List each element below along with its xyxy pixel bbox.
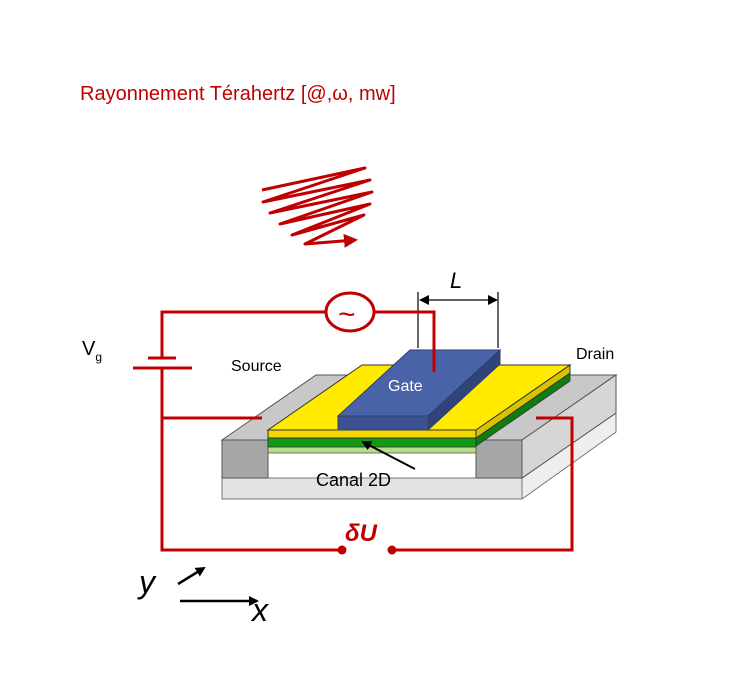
delta-u-label: δU bbox=[345, 520, 378, 547]
channel-pointer-arrow bbox=[361, 441, 416, 470]
channel-label: Canal 2D bbox=[316, 470, 391, 490]
gate-label: Gate bbox=[388, 378, 423, 395]
source-label: Source bbox=[231, 358, 282, 375]
circuit-wires bbox=[160, 310, 574, 552]
terminal-right bbox=[387, 545, 397, 555]
gate-electrode bbox=[336, 348, 502, 432]
axis-y-label: y bbox=[137, 564, 157, 600]
thz-wave-icon bbox=[261, 166, 374, 248]
substrate bbox=[221, 412, 617, 500]
vg-label: Vg bbox=[82, 338, 102, 364]
title: Rayonnement Térahertz [@,ω, mw] bbox=[80, 83, 396, 105]
axis-x-label: x bbox=[250, 592, 269, 628]
battery-icon bbox=[133, 356, 192, 370]
terminal-left bbox=[337, 545, 347, 555]
drain-label: Drain bbox=[576, 346, 614, 363]
y-axis-arrow bbox=[177, 566, 206, 586]
ac-source-symbol: ~ bbox=[338, 298, 356, 331]
drain-contact-block bbox=[474, 374, 618, 479]
gate-length-dimension bbox=[417, 292, 499, 348]
ac-source-icon: ~ bbox=[324, 291, 376, 333]
length-label: L bbox=[450, 268, 462, 293]
